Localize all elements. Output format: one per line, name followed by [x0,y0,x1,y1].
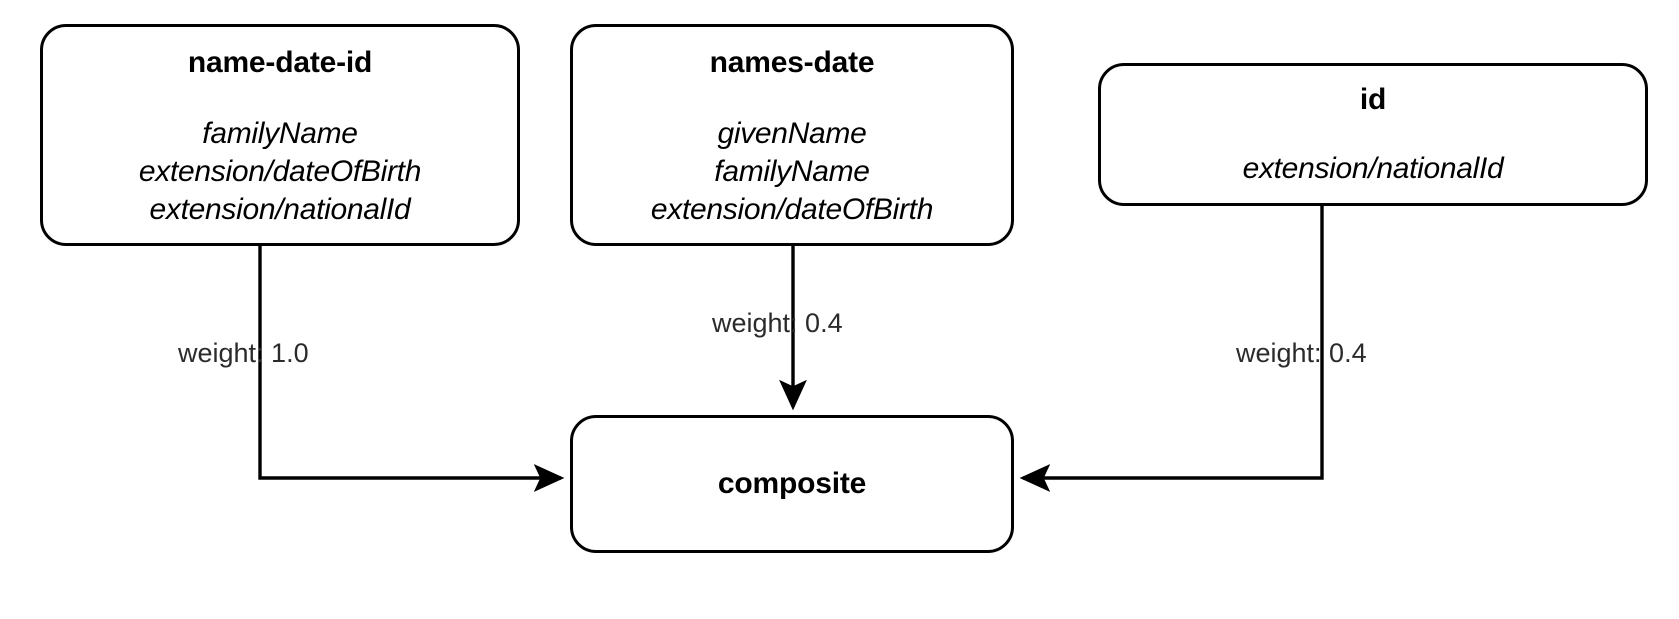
node-id[interactable]: id extension/nationalId [1098,63,1648,206]
node-field: givenName [717,116,867,150]
node-fields: extension/nationalId [1243,150,1504,188]
edge-label-names-date-composite: weight: 0.4 [712,308,843,338]
node-names-date[interactable]: names-date givenName familyName extensio… [570,24,1014,246]
node-title: name-date-id [187,46,373,79]
node-title: composite [717,467,867,501]
edge-label-name-date-id-composite: weight: 1.0 [178,338,309,368]
node-field: extension/nationalId [149,192,411,226]
edge-label-id-composite: weight: 0.4 [1236,338,1367,368]
node-field: familyName [714,154,870,188]
node-title: id [1359,83,1387,116]
node-fields: familyName extension/dateOfBirth extensi… [138,115,422,229]
node-field: extension/dateOfBirth [138,154,422,188]
node-field: extension/nationalId [1242,151,1504,185]
node-name-date-id[interactable]: name-date-id familyName extension/dateOf… [40,24,520,246]
node-field: extension/dateOfBirth [650,192,934,226]
node-title: names-date [709,46,875,79]
node-composite[interactable]: composite [570,415,1014,553]
node-fields: givenName familyName extension/dateOfBir… [650,115,934,229]
node-field: familyName [202,116,358,150]
